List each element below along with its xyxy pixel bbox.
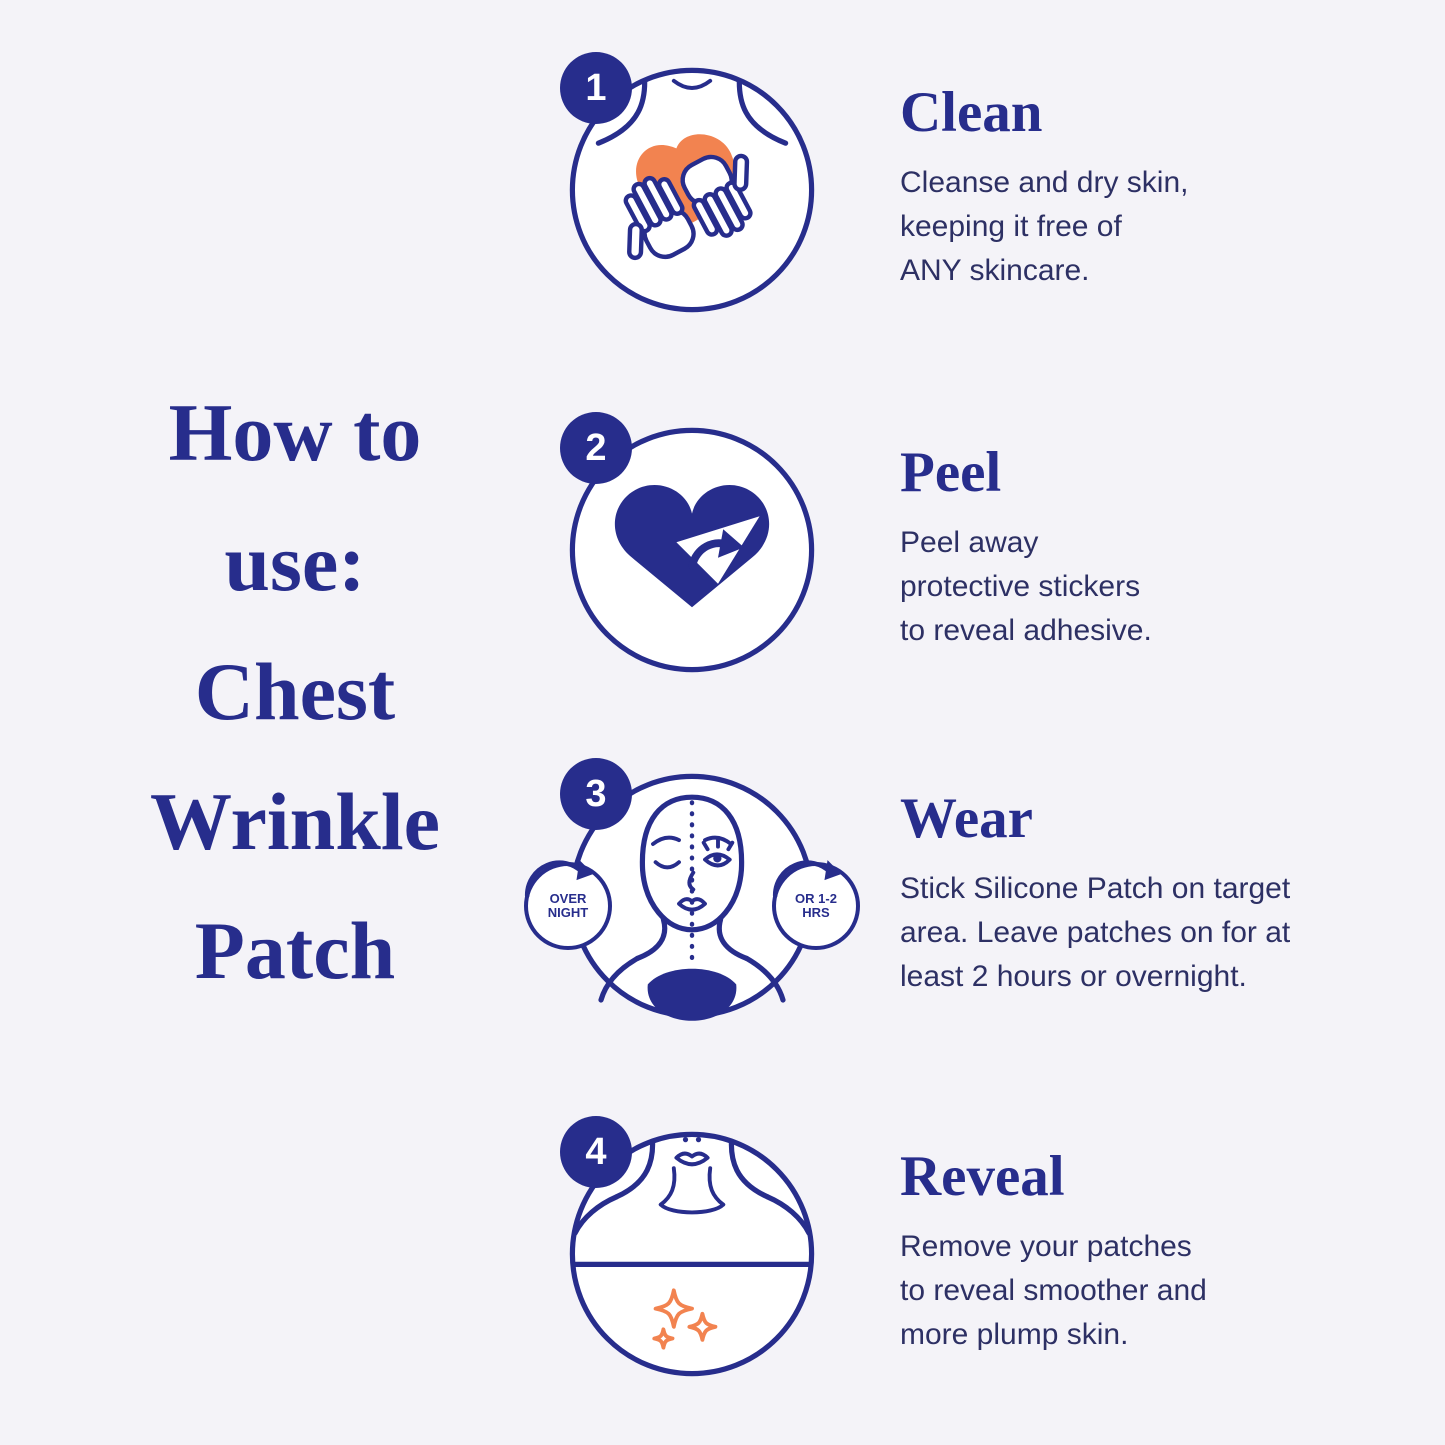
step-2-copy: Peel Peel away protective stickers to re…: [900, 420, 1400, 653]
step-title: Reveal: [900, 1145, 1065, 1208]
hands-cleansing-chest-icon: [569, 67, 815, 313]
step-description: Stick Silicone Patch on target area. Lea…: [900, 872, 1291, 994]
step-title: Clean: [900, 81, 1043, 144]
step-description: Remove your patches to reveal smoother a…: [900, 1230, 1207, 1352]
step-number-badge: 3: [560, 758, 632, 830]
overnight-label: OVER NIGHT: [547, 890, 589, 920]
hours-badge: OR 1-2 HRS: [772, 860, 860, 950]
step-row-wear: 3 OVER NIGHT OR 1-2 HRS Wear Stick Silic…: [524, 758, 1400, 1026]
step-number-badge: 4: [560, 1116, 632, 1188]
step-row-clean: 1 Clean Cleanse and dry skin, keeping it…: [560, 52, 1400, 320]
step-description: Peel away protective stickers to reveal …: [900, 526, 1152, 648]
step-number-badge: 2: [560, 412, 632, 484]
step-1-copy: Clean Cleanse and dry skin, keeping it f…: [900, 60, 1400, 293]
step-title: Peel: [900, 441, 1002, 504]
step-row-reveal: 4 Reveal Remove your patches to reveal s…: [560, 1116, 1400, 1384]
step-2-illustration: 2: [560, 412, 822, 680]
step-1-illustration: 1: [560, 52, 822, 320]
step-3-copy: Wear Stick Silicone Patch on target area…: [900, 766, 1400, 999]
step-row-peel: 2 Peel Peel away protective stickers to …: [560, 412, 1400, 680]
step-4-illustration: 4: [560, 1116, 822, 1384]
step-4-copy: Reveal Remove your patches to reveal smo…: [900, 1124, 1400, 1357]
overnight-badge: OVER NIGHT: [524, 860, 612, 950]
step-description: Cleanse and dry skin, keeping it free of…: [900, 166, 1189, 288]
heart-patch-peel-icon: [569, 427, 815, 673]
step-number-badge: 1: [560, 52, 632, 124]
smooth-skin-sparkles-icon: [569, 1131, 815, 1377]
page-title: How to use: Chest Wrinkle Patch: [149, 387, 441, 997]
hours-label: OR 1-2 HRS: [795, 890, 837, 920]
step-3-illustration: 3 OVER NIGHT OR 1-2 HRS: [524, 758, 860, 1026]
step-title: Wear: [900, 787, 1033, 850]
